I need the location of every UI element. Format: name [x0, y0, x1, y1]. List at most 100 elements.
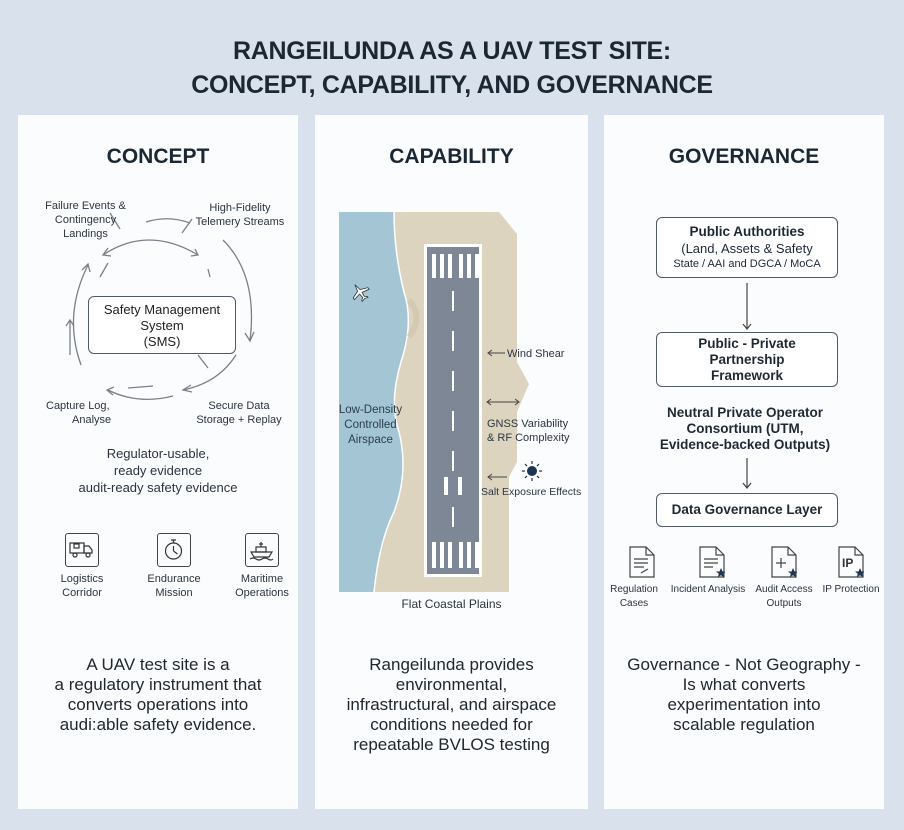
label-line: Capture Log,: [46, 400, 110, 412]
output-label-line: Cases: [619, 598, 649, 609]
ppp-line: Public - Private: [698, 336, 796, 351]
label-line: Airspace: [348, 434, 393, 446]
cycle-arrow-bottom: [107, 389, 174, 400]
document-star-icon: [699, 546, 725, 578]
output-label-incident: Incident Analysis: [668, 583, 748, 597]
footer-line: experimentation into: [667, 695, 821, 714]
evidence-line: ready evidence: [113, 463, 203, 478]
footer-line: conditions needed for: [370, 715, 533, 734]
sms-cycle-arrows: [65, 212, 255, 400]
footer-line: a regulatory instrument that: [54, 675, 262, 694]
icon-label-line: Endurance: [147, 573, 201, 585]
sms-line: Safety Management: [103, 302, 221, 317]
icon-label-maritime: Maritime Operations: [224, 572, 300, 600]
label-failure-events: Failure Events & Contingency Landings: [38, 199, 133, 241]
authorities-title: Public Authorities: [689, 224, 805, 239]
label-line: High-Fidelity: [209, 202, 271, 214]
icon-label-endurance: Endurance Mission: [136, 572, 212, 600]
sms-box: Safety Management System (SMS): [88, 296, 236, 354]
footer-line: Is what converts: [682, 675, 806, 694]
evidence-line: audit-ready safety evidence: [78, 480, 238, 495]
gnss-double-arrow: [486, 398, 520, 406]
label-line: Landings: [63, 228, 108, 240]
evidence-text: Regulator-usable, ready evidence audit-r…: [18, 445, 298, 496]
runway-markings: [432, 254, 479, 568]
ip-glyph: IP: [842, 556, 854, 570]
label-line: Contingency: [54, 214, 117, 226]
authorities-line: State / AAI and DGCA / MoCA: [673, 258, 821, 270]
arrow-down-2: [742, 458, 752, 489]
output-label-line: Audit Access: [755, 584, 813, 595]
cycle-arrow-inner-top: [102, 239, 199, 256]
capability-heading: CAPABILITY: [389, 145, 514, 168]
output-label-line: Regulation: [610, 584, 658, 595]
truck-icon: [65, 533, 99, 567]
footer-line: environmental,: [395, 675, 508, 694]
document-pen-icon: [629, 546, 655, 578]
ppp-line: Framework: [710, 368, 784, 383]
label-line: Storage + Replay: [196, 414, 282, 426]
page-title: RANGEILUNDA AS A UAV TEST SITE: CONCEPT,…: [0, 34, 904, 102]
data-governance-label: Data Governance Layer: [671, 502, 823, 517]
cycle-arrow-right-lower: [182, 354, 237, 391]
sms-line: System: [140, 318, 184, 333]
authorities-line: (Land, Assets & Safety: [681, 241, 813, 256]
label-line: Failure Events &: [45, 200, 126, 212]
consortium-line: Neutral Private Operator: [666, 405, 824, 420]
label-line: Secure Data: [208, 400, 270, 412]
footer-line: A UAV test site is a: [86, 655, 230, 674]
title-line-1: RANGEILUNDA AS A UAV TEST SITE:: [233, 37, 671, 65]
label-gnss: GNSS Variability & RF Complexity: [487, 417, 570, 445]
label-line: Analyse: [72, 414, 112, 426]
label-flat-plains: Flat Coastal Plains: [401, 597, 502, 611]
label-line: & RF Complexity: [487, 432, 570, 444]
cycle-arrow-top: [145, 218, 191, 224]
stopwatch-icon: [157, 533, 191, 567]
output-label-line: Outputs: [766, 598, 802, 609]
footer-line: converts operations into: [67, 695, 249, 714]
cycle-arrow-left: [72, 264, 89, 366]
capability-card: CAPABILITY: [315, 115, 588, 809]
data-governance-box: Data Governance Layer: [656, 493, 838, 527]
output-label-line: IP Protection: [822, 584, 880, 595]
label-secure-data: Secure Data Storage + Replay: [184, 399, 294, 427]
governance-card: GOVERNANCE Public Authorities (Land, Ass…: [604, 115, 884, 809]
capability-footer: Rangeilunda provides environmental, infr…: [315, 655, 588, 755]
governance-footer: Governance - Not Geography - Is what con…: [604, 655, 884, 735]
icon-label-line: Mission: [155, 587, 193, 599]
concept-heading: CONCEPT: [106, 145, 210, 168]
label-line: GNSS Variability: [487, 418, 569, 430]
label-airspace: Low-Density Controlled Airspace: [333, 403, 408, 448]
public-authorities-box: Public Authorities (Land, Assets & Safet…: [656, 217, 838, 278]
icon-label-line: Corridor: [62, 587, 102, 599]
footer-line: Rangeilunda provides: [369, 655, 534, 674]
icon-label-line: Maritime: [240, 573, 284, 585]
output-label-audit: Audit Access Outputs: [746, 583, 822, 611]
output-label-line: Incident Analysis: [670, 584, 746, 595]
icon-label-line: Logistics: [60, 573, 104, 585]
sms-line: (SMS): [143, 334, 181, 349]
label-wind-shear: Wind Shear: [507, 348, 565, 360]
airplane-icon: [352, 284, 370, 303]
coastal-runway-map: [339, 212, 542, 592]
salt-arrow: [487, 473, 507, 481]
sun-icon: [522, 461, 542, 481]
footer-line: audi:able safety evidence.: [59, 715, 257, 734]
output-label-regulation: Regulation Cases: [604, 583, 664, 611]
footer-line: infrastructural, and airspace: [346, 695, 557, 714]
consortium-line: Evidence-backed Outputs): [659, 437, 831, 452]
arrow-down-1: [742, 283, 752, 330]
footer-line: scalable regulation: [673, 715, 815, 734]
footer-line: Governance - Not Geography -: [627, 655, 861, 674]
wind-shear-arrow: [487, 349, 505, 357]
footer-line: repeatable BVLOS testing: [353, 735, 550, 754]
label-line: Controlled: [344, 419, 397, 431]
ppp-line: Partnership: [709, 352, 785, 367]
label-line: Telemery Streams: [195, 216, 285, 228]
consortium-text: Neutral Private Operator Consortium (UTM…: [604, 405, 886, 453]
ship-icon: [245, 533, 279, 567]
evidence-line: Regulator-usable,: [106, 446, 210, 461]
icon-label-line: Operations: [235, 587, 289, 599]
document-plus-star-icon: [771, 546, 797, 578]
label-capture-log: Capture Log, Analyse: [46, 399, 138, 427]
